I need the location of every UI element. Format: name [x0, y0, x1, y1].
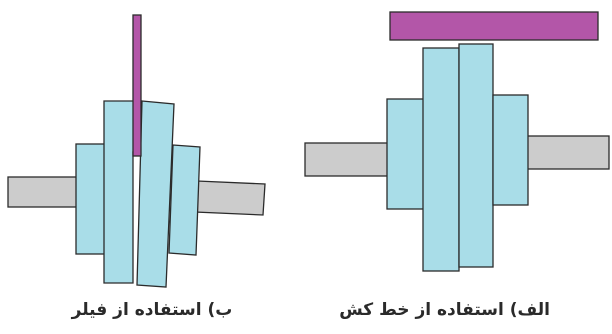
right-shaft [526, 135, 610, 170]
right-outer-hub [492, 94, 529, 206]
left-outer-hub [386, 98, 426, 210]
feeler-gauge [132, 14, 142, 157]
left-inner-hub [422, 47, 460, 272]
right-inner-hub [458, 43, 494, 268]
right-inner-hub [136, 100, 175, 288]
right-outer-hub [168, 144, 201, 256]
feeler-alignment-figure [7, 14, 266, 288]
left-shaft [304, 142, 390, 177]
ruler-alignment-figure [304, 11, 610, 272]
ruler-figure-caption: الف) استفاده از خط کش [339, 300, 550, 320]
feeler-figure-caption: ب) استفاده از فیلر [71, 300, 233, 320]
right-shaft [194, 180, 266, 216]
straight-edge-ruler [389, 11, 599, 41]
left-shaft [7, 176, 79, 208]
left-outer-hub [75, 143, 107, 255]
